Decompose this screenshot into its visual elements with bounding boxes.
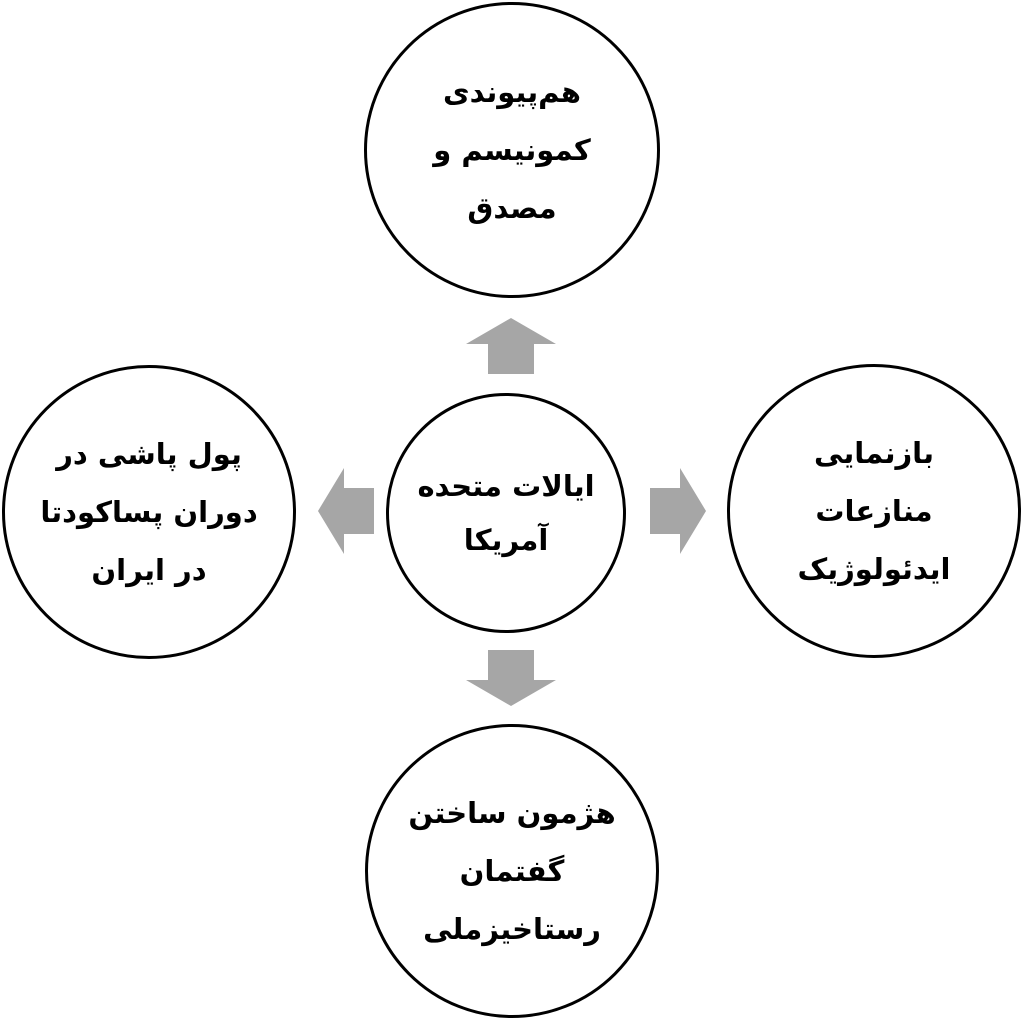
arrow-up-icon (466, 318, 556, 374)
node-ideological-conflicts: بازنمایی منازعات ایدئولوژیک (727, 364, 1021, 658)
node-label-line: رستاخیزملی (423, 912, 601, 946)
node-label-line: مصدق (467, 191, 557, 225)
arrow-down-icon (466, 650, 556, 706)
arrow-right-icon (650, 468, 706, 554)
node-label-line: دوران پساکودتا (40, 495, 258, 529)
node-label-line: هژمون ساختن (408, 796, 616, 830)
arrow-left-icon (318, 468, 374, 554)
node-label-line: ایدئولوژیک (797, 552, 951, 586)
node-rastakhiz-hegemony: هژمون ساختن گفتمان رستاخیزملی (365, 724, 659, 1018)
node-label-line: هم‌پیوندی (443, 75, 581, 109)
node-label-line: منازعات (815, 494, 933, 528)
node-communism-mosaddegh: هم‌پیوندی کمونیسم و مصدق (364, 2, 660, 298)
node-money-post-coup: پول پاشی در دوران پساکودتا در ایران (2, 365, 296, 659)
node-label-line: گفتمان (459, 854, 565, 888)
node-label-line: کمونیسم و (433, 133, 591, 167)
node-label-line: در ایران (91, 553, 207, 587)
node-label-line: بازنمایی (814, 436, 934, 470)
node-label-line: آمریکا (463, 523, 549, 557)
node-label-line: ایالات متحده (417, 469, 595, 503)
node-label-line: پول پاشی در (56, 437, 242, 471)
node-united-states: ایالات متحده آمریکا (386, 393, 626, 633)
